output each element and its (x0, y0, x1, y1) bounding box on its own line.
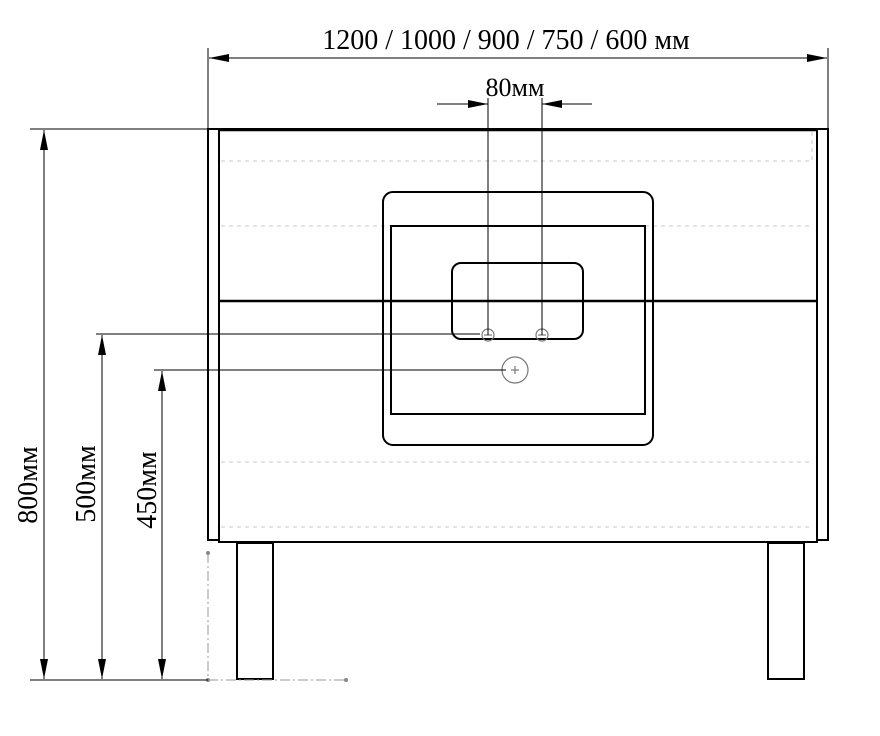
mixer-height-dimension: 500мм (71, 333, 480, 679)
drain-height-label: 450мм (132, 451, 163, 529)
right-side-panel (816, 128, 829, 541)
width-label: 1200 / 1000 / 900 / 750 / 600 мм (322, 25, 690, 56)
reference-lines (206, 551, 348, 682)
spacing-label: 80мм (486, 73, 545, 102)
spacing-dimension: 80мм (437, 73, 592, 335)
total-height-label: 800мм (13, 446, 44, 524)
drain-height-dimension: 450мм (132, 369, 506, 679)
mixer-height-label: 500мм (71, 445, 102, 523)
cabinet-body (207, 128, 829, 543)
left-leg (236, 542, 274, 680)
right-leg (767, 542, 805, 680)
cabinet-front (218, 128, 818, 543)
sink (382, 191, 654, 446)
sink-back-panel (451, 262, 584, 340)
legs (236, 542, 805, 680)
sink-outer-rim (382, 191, 654, 446)
sink-inner-basin (390, 225, 646, 415)
total-height-dimension: 800мм (13, 128, 208, 681)
width-dimension: 1200 / 1000 / 900 / 750 / 600 мм (207, 25, 829, 128)
